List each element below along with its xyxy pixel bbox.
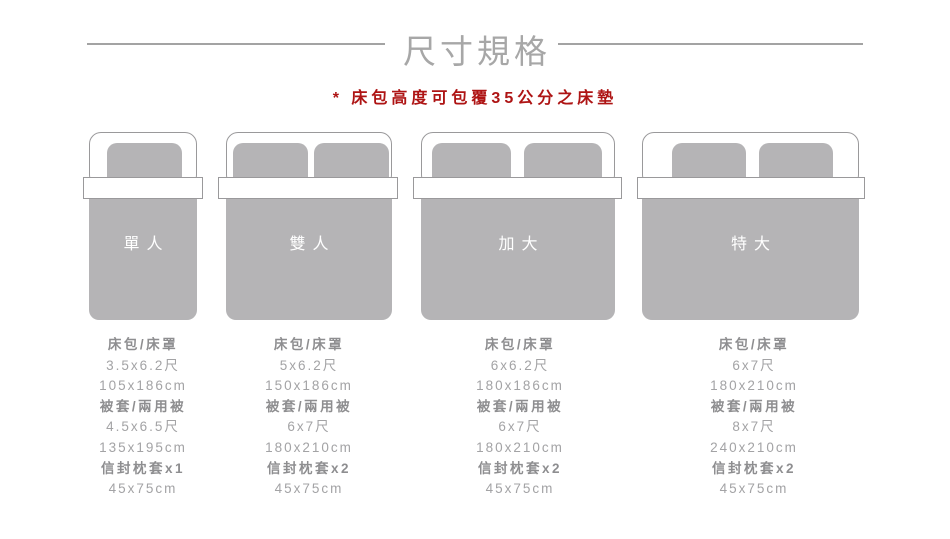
spec-size-tw: 6x7尺	[498, 419, 542, 435]
spec-label: 被套/兩用被	[476, 398, 564, 414]
spec-label: 床包/床罩	[107, 337, 179, 352]
spec-label: 被套/兩用被	[710, 398, 798, 414]
spec-label: 信封枕套x2	[477, 460, 563, 476]
spec-size-cm: 45x75cm	[274, 481, 344, 497]
spec-size-tw: 3.5x6.2尺	[106, 357, 180, 373]
sheet-band	[83, 177, 203, 199]
spec-size-tw: 5x6.2尺	[279, 357, 339, 373]
bed-illustration-double: 雙人	[218, 130, 398, 325]
spec-size-tw: 6x7尺	[287, 419, 331, 435]
spec-size-cm: 45x75cm	[108, 481, 178, 497]
spec-size-cm: 135x195cm	[99, 439, 187, 455]
bed-illustration-king: 特大	[637, 130, 865, 325]
spec-label: 被套/兩用被	[99, 398, 187, 414]
blanket	[89, 190, 197, 320]
spec-size-tw: 4.5x6.5尺	[106, 419, 180, 435]
sheet-band	[413, 177, 622, 199]
spec-size-tw: 8x7尺	[732, 419, 776, 435]
spec-size-cm: 45x75cm	[719, 481, 789, 497]
spec-size-cm: 180x210cm	[476, 439, 564, 455]
spec-size-cm: 45x75cm	[485, 481, 555, 497]
blanket	[421, 190, 615, 320]
spec-label: 床包/床罩	[718, 337, 790, 352]
spec-label: 信封枕套x2	[266, 460, 352, 476]
mattress-height-note: * 床包高度可包覆35公分之床墊	[332, 90, 618, 107]
spec-size-tw: 6x6.2尺	[490, 357, 550, 373]
spec-list-single: 床包/床罩 3.5x6.2尺 105x186cm 被套/兩用被 4.5x6.5尺…	[48, 335, 238, 500]
spec-label: 被套/兩用被	[265, 398, 353, 414]
blanket	[226, 190, 392, 320]
blanket	[642, 190, 859, 320]
bed-size-label: 加大	[498, 236, 545, 253]
spec-list-double: 床包/床罩 5x6.2尺 150x186cm 被套/兩用被 6x7尺 180x2…	[214, 335, 404, 500]
spec-label: 床包/床罩	[273, 337, 345, 352]
bed-size-label: 雙人	[289, 236, 336, 253]
bed-illustration-queen: 加大	[413, 130, 622, 325]
title-divider-left	[87, 43, 385, 45]
sheet-band	[637, 177, 865, 199]
spec-size-cm: 180x186cm	[476, 378, 564, 394]
spec-size-cm: 105x186cm	[99, 378, 187, 394]
spec-size-cm: 240x210cm	[710, 439, 798, 455]
spec-label: 信封枕套x2	[711, 460, 797, 476]
spec-label: 信封枕套x1	[100, 460, 186, 476]
page-title: 尺寸規格	[403, 33, 551, 70]
spec-list-king: 床包/床罩 6x7尺 180x210cm 被套/兩用被 8x7尺 240x210…	[659, 335, 849, 500]
spec-label: 床包/床罩	[484, 337, 556, 352]
spec-list-queen: 床包/床罩 6x6.2尺 180x186cm 被套/兩用被 6x7尺 180x2…	[425, 335, 615, 500]
spec-size-tw: 6x7尺	[732, 357, 776, 373]
sheet-band	[218, 177, 398, 199]
bed-size-label: 單人	[123, 236, 170, 253]
bed-illustration-single: 單人	[83, 130, 203, 325]
spec-size-cm: 180x210cm	[710, 378, 798, 394]
spec-size-cm: 150x186cm	[265, 378, 353, 394]
title-divider-right	[558, 43, 863, 45]
bed-size-label: 特大	[730, 236, 777, 253]
spec-size-cm: 180x210cm	[265, 439, 353, 455]
